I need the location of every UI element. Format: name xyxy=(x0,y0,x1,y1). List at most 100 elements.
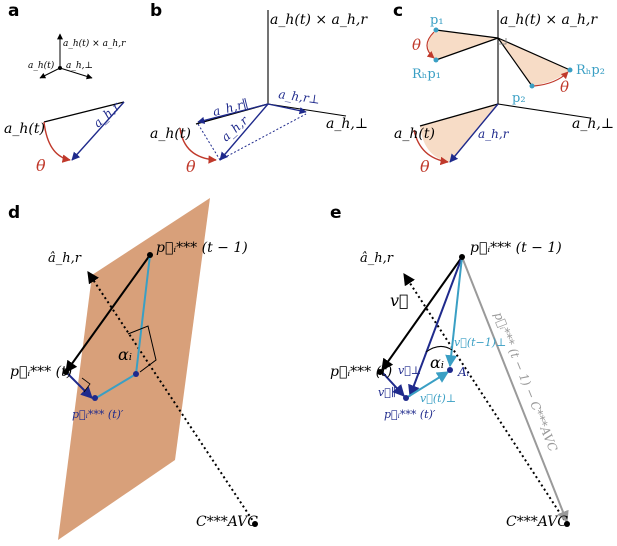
e-alpha-arc xyxy=(425,346,453,353)
c-rp2-dot xyxy=(567,67,573,73)
e-p-prev-dot xyxy=(459,254,465,260)
c-p1-dot xyxy=(433,27,439,33)
a-axis-t xyxy=(39,67,61,79)
e-a-label: Aᵢ xyxy=(457,365,470,379)
e-p-prev-label: p⃗ᵢ*** (t − 1) xyxy=(470,240,562,256)
a-axis-cross-label: a_h(t) × a_h,r xyxy=(63,38,126,49)
d-black-vector xyxy=(65,254,151,373)
e-v-perp-label: v⃗⊥ xyxy=(398,364,421,377)
e-grey-vector xyxy=(461,256,569,524)
c-theta-right-label: θ xyxy=(560,78,569,96)
b-axis-perp xyxy=(267,103,347,117)
b-axis-perp-label: a_h,⊥ xyxy=(326,116,368,132)
c-vec-t-label: a_h(t) xyxy=(394,126,435,142)
a-axis-perp-label: a_h,⊥ xyxy=(66,61,93,71)
d-axis-dotted xyxy=(87,270,256,525)
d-p-t-label: p⃗ᵢ*** (t) xyxy=(10,364,72,380)
d-p-prime-dot xyxy=(92,395,98,401)
d-p-prev-dot xyxy=(147,252,153,258)
d-p-prev-label: p⃗ᵢ*** (t − 1) xyxy=(156,240,248,256)
b-comp-par xyxy=(197,103,269,124)
d-c-avc-dot xyxy=(252,521,258,527)
d-alpha-label: αᵢ xyxy=(118,345,132,364)
e-v-t1-perp-vector xyxy=(445,256,463,368)
c-p1-line xyxy=(435,29,499,39)
e-p-prime-dot xyxy=(403,395,409,401)
c-p2-label: p₂ xyxy=(512,91,526,106)
e-v-vector xyxy=(381,256,463,371)
a-axis-t-label: a_h(t) xyxy=(28,60,55,71)
c-arc-2 xyxy=(533,71,569,87)
c-vector-r xyxy=(449,103,499,163)
e-c-avc-label: C***AVC xyxy=(506,514,568,530)
c-angle-arc xyxy=(413,129,449,166)
e-v-t-perp-vector xyxy=(405,371,450,399)
c-p1-label: p₁ xyxy=(430,13,444,28)
e-v-par-label: v⃗∥ xyxy=(378,386,396,399)
b-comp-par-label: a_h,r∥ xyxy=(211,97,249,119)
b-dotted-par xyxy=(197,123,221,161)
b-vec-t-label: a_h(t) xyxy=(150,126,191,142)
c-axis-cross-label: a_h(t) × a_h,r xyxy=(500,12,598,28)
d-p-prime-label: p⃗ᵢ*** (t)′ xyxy=(72,408,124,421)
c-rp2-label: Rₕp₂ xyxy=(576,63,605,78)
e-c-avc-dot xyxy=(564,521,570,527)
e-v-par-vector xyxy=(381,371,405,397)
e-v-t1-perp-label: v⃗(t−1)⊥ xyxy=(454,336,506,349)
d-cyan-line xyxy=(135,254,151,375)
e-p-prime-label: p⃗ᵢ*** (t)′ xyxy=(384,408,436,421)
b-comp-perp-label: a_h,r⊥ xyxy=(278,87,321,107)
c-vec-r-label: a_h,r xyxy=(478,127,510,141)
c-wedge-2 xyxy=(498,38,570,86)
d-navy-vector xyxy=(67,373,93,399)
e-p-t-dot xyxy=(377,369,383,375)
e-a-hat-label: â_h,r xyxy=(360,251,394,266)
c-rp1-dot xyxy=(433,57,439,63)
a-theta-label: θ xyxy=(36,156,46,175)
panel-d-label: d xyxy=(8,203,20,223)
d-right-angle xyxy=(81,377,91,393)
c-right-angle xyxy=(498,38,507,45)
a-vec-t-label: a_h(t) xyxy=(4,121,45,137)
c-rp1-label: Rₕp₁ xyxy=(412,67,441,82)
panel-b: b a_h(t) × a_h,r a_h,⊥ a_h(t) a_h,r a_h,… xyxy=(150,1,368,176)
b-dotted-perp xyxy=(219,113,307,161)
b-theta-label: θ xyxy=(186,157,196,176)
c-bottom-wedge xyxy=(420,104,498,162)
d-c-avc-label: C***AVC xyxy=(196,514,258,530)
a-vector-r xyxy=(71,101,125,161)
panel-d: d â_h,r p⃗ᵢ*** (t − 1) p⃗ᵢ*** (t) p⃗ᵢ***… xyxy=(8,198,258,540)
e-alpha-label: αᵢ xyxy=(430,353,444,372)
c-p2-dot xyxy=(529,83,535,89)
c-rp1-line xyxy=(435,37,499,61)
e-p-t-label: p⃗ᵢ*** (t) xyxy=(330,364,392,380)
a-origin-dot xyxy=(58,66,62,70)
panel-c-label: c xyxy=(393,1,403,21)
panel-a-label: a xyxy=(8,1,19,21)
a-vector-t xyxy=(43,101,125,123)
a-axis-perp xyxy=(59,67,93,80)
panel-e: e â_h,r p⃗ᵢ*** (t − 1) p⃗ᵢ*** (t) p⃗ᵢ***… xyxy=(330,203,570,530)
b-axis-cross-label: a_h(t) × a_h,r xyxy=(270,12,368,28)
d-p-t-dot xyxy=(63,369,69,375)
panel-c: c a_h(t) × a_h,r a_h,⊥ p₁ Rₕp₁ p₂ Rₕp₂ θ… xyxy=(393,1,614,176)
d-a-hat-label: â_h,r xyxy=(48,251,82,266)
b-comp-perp xyxy=(267,103,307,115)
c-axis-perp-label: a_h,⊥ xyxy=(572,116,614,132)
e-v-perp-vector xyxy=(408,256,463,398)
b-angle-arc xyxy=(179,127,217,164)
panel-b-label: b xyxy=(150,1,162,21)
c-vector-t xyxy=(419,103,499,127)
c-wedge-1 xyxy=(428,30,498,60)
a-angle-arc xyxy=(43,121,71,163)
d-a-dot xyxy=(133,371,139,377)
d-angle-bracket xyxy=(127,325,157,373)
panel-a: a a_h(t) × a_h,r a_h(t) a_h,⊥ a_h(t) a_h… xyxy=(4,1,126,175)
e-a-dot xyxy=(447,367,453,373)
c-p2-line xyxy=(497,37,533,87)
c-axis-perp xyxy=(497,103,591,119)
c-arc-1 xyxy=(426,31,435,59)
e-v-label: v⃗ xyxy=(390,291,409,310)
e-diff-label: p⃗ᵢ*** (t − 1) − C***AVC xyxy=(491,310,560,454)
